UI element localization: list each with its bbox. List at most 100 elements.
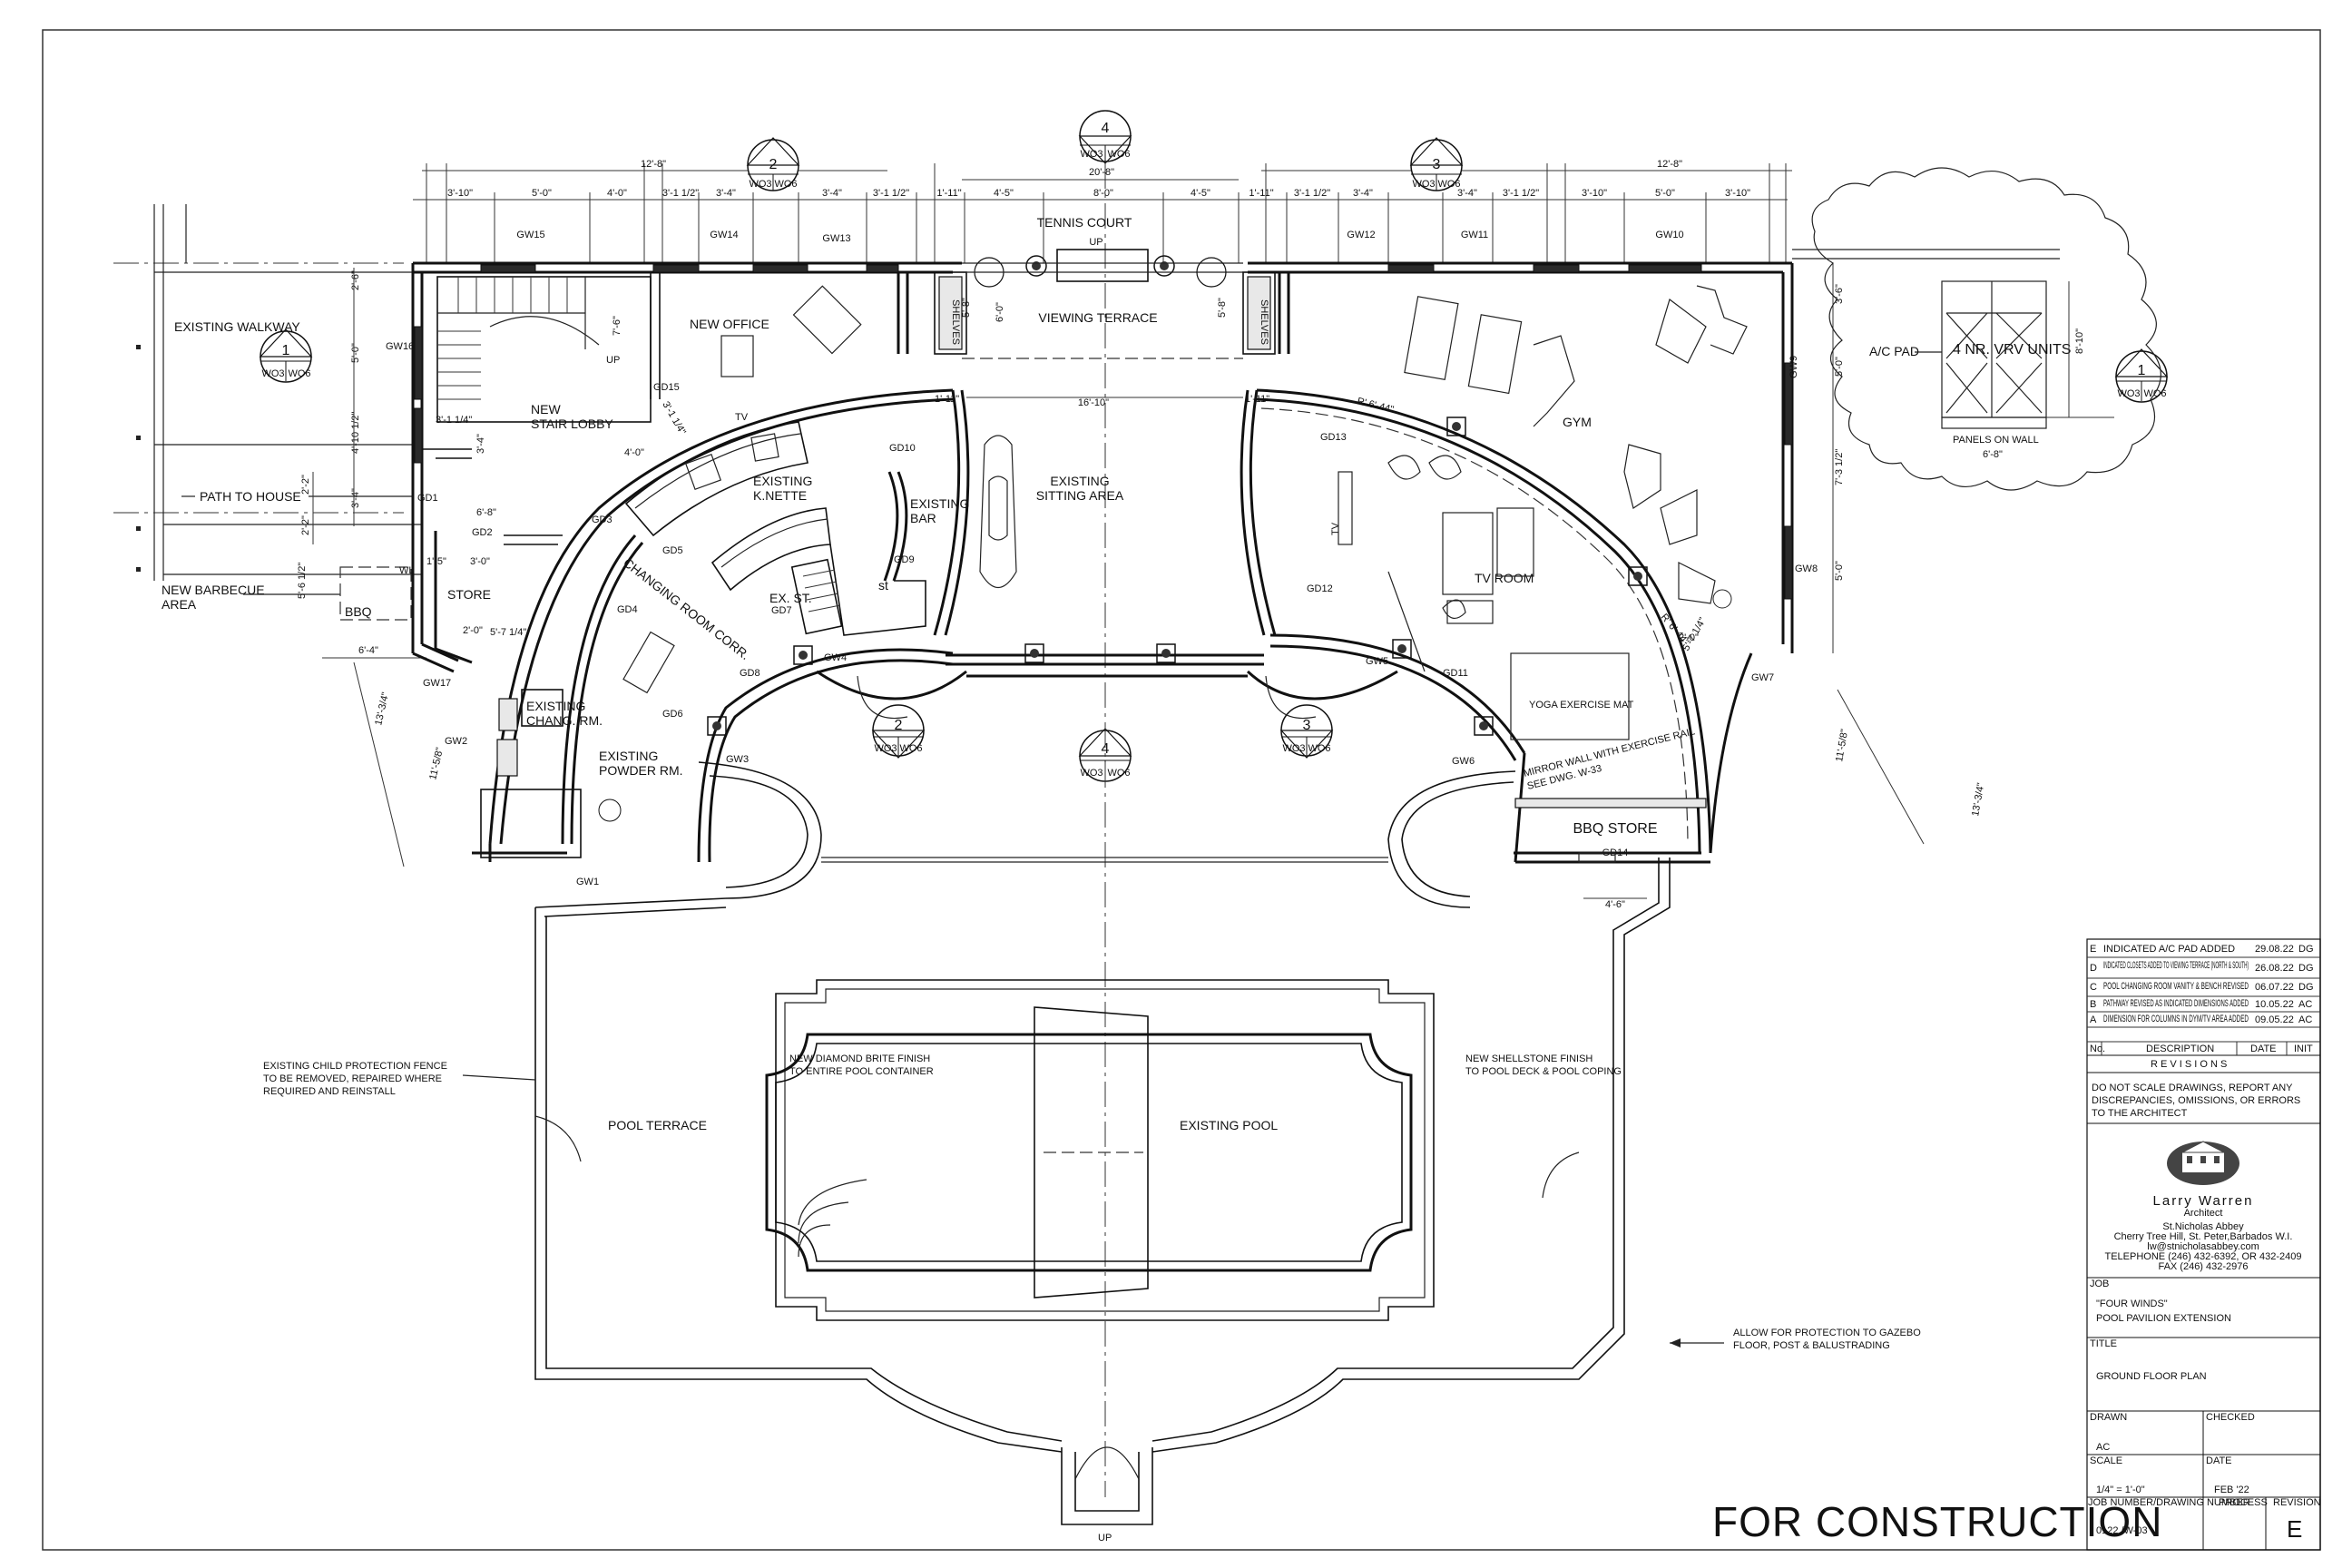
marker-left: WO3 bbox=[1080, 149, 1102, 160]
label-tv-left: TV bbox=[735, 412, 749, 423]
marker-right: WO6 bbox=[899, 743, 922, 754]
dim-6-8-l: 6'-8" bbox=[476, 507, 496, 518]
dim-t6: 3'-4" bbox=[822, 188, 842, 199]
dim-1-5: 1'-5" bbox=[426, 556, 446, 567]
drawing-title: GROUND FLOOR PLAN bbox=[2096, 1371, 2207, 1382]
date-value: FEB '22 bbox=[2214, 1485, 2249, 1495]
label-existing-pool: EXISTING POOL bbox=[1180, 1118, 1278, 1132]
dim-t5: 3'-4" bbox=[716, 188, 736, 199]
label-tv-right: TV bbox=[1330, 522, 1341, 535]
tag-gw2: GW2 bbox=[445, 736, 467, 747]
rev-header-init: INIT bbox=[2294, 1044, 2313, 1054]
label-bbq-store: BBQ STORE bbox=[1573, 821, 1657, 837]
dim-13-3-right: 13'-3/4" bbox=[1970, 782, 1986, 818]
left-wing-walls: UP NEW STAIR LOBBY 3'-1 1/4" 7'-6" 3'-4"… bbox=[386, 257, 1004, 673]
dim-t1: 3'-10" bbox=[447, 188, 473, 199]
label-viewing-terrace: VIEWING TERRACE bbox=[1038, 310, 1157, 325]
label-vrv-units: 4 NR. VRV UNITS bbox=[1953, 342, 2071, 358]
label-ex-st: EX. ST. bbox=[769, 591, 812, 605]
dim-t19: 3'-10" bbox=[1725, 188, 1750, 199]
note-diamond-brite: NEW DIAMOND BRITE FINISH bbox=[789, 1054, 930, 1064]
dim-t15: 3'-4" bbox=[1457, 188, 1477, 199]
label-new-office: NEW OFFICE bbox=[690, 317, 769, 331]
drawing-number: 0122 /W-03 bbox=[2096, 1525, 2148, 1536]
dim-8-10: 8'-10" bbox=[2074, 328, 2085, 354]
dim-5-8-r: 5'-8" bbox=[1217, 298, 1228, 318]
gym-equipment bbox=[1404, 285, 1748, 609]
note-child-fence: EXISTING CHILD PROTECTION FENCE bbox=[263, 1061, 447, 1072]
dim-t14: 3'-4" bbox=[1353, 188, 1373, 199]
top-dimension-lines: 12'-8" 12'-8" 20'-8" 3'-10" 5'-0" 4'-0" … bbox=[413, 159, 1792, 263]
warning-line-1: DO NOT SCALE DRAWINGS, REPORT ANY bbox=[2092, 1083, 2293, 1093]
dim-t7: 3'-1 1/2" bbox=[873, 188, 909, 199]
tag-gd6: GD6 bbox=[662, 709, 683, 720]
tag-gw16: GW16 bbox=[386, 341, 414, 352]
label-pool-terrace: POOL TERRACE bbox=[608, 1118, 707, 1132]
tag-gw14: GW14 bbox=[710, 230, 738, 240]
dim-2-6: 2'-6" bbox=[350, 270, 361, 290]
tag-gw9: GW9 bbox=[1788, 356, 1799, 378]
label-st: st bbox=[878, 578, 888, 593]
marker-left: WO3 bbox=[874, 743, 897, 754]
dim-4-6: 4'-6" bbox=[1605, 899, 1625, 910]
note-gazebo-2: FLOOR, POST & BALUSTRADING bbox=[1733, 1340, 1890, 1351]
tag-gw7: GW7 bbox=[1751, 672, 1774, 683]
dim-5-0-r2: 5'-0" bbox=[1834, 561, 1845, 581]
job-description: POOL PAVILION EXTENSION bbox=[2096, 1313, 2231, 1324]
dim-3-4-stair: 3'-4" bbox=[475, 434, 486, 454]
tag-gw11: GW11 bbox=[1461, 230, 1488, 240]
label-bbq: BBQ bbox=[345, 604, 372, 619]
rev-b-desc: PATHWAY REVISED AS INDICATED DIMENSIONS … bbox=[2103, 998, 2249, 1009]
rev-b-date: 10.05.22 bbox=[2255, 999, 2294, 1010]
ac-pad-area: PANELS ON WALL 6'-8" A/C PAD 4 NR. VRV U… bbox=[1792, 167, 2161, 491]
rev-a-no: A bbox=[2090, 1014, 2097, 1025]
marker-left: WO3 bbox=[261, 368, 284, 379]
top-wall-tags: GW15 GW14 GW13 GW12 GW11 GW10 bbox=[516, 230, 1683, 244]
label-new-bbq-area: NEW BARBECUE bbox=[162, 583, 265, 597]
tag-gw8: GW8 bbox=[1795, 564, 1818, 574]
rev-c-desc: POOL CHANGING ROOM VANITY & BENCH REVISE… bbox=[2103, 981, 2249, 992]
drawn-label: DRAWN bbox=[2090, 1412, 2127, 1423]
scale-value: 1/4" = 1'-0" bbox=[2096, 1485, 2145, 1495]
label-new-stair-lobby-2: STAIR LOBBY bbox=[531, 416, 613, 431]
label-existing-walkway: EXISTING WALKWAY bbox=[174, 319, 300, 334]
rev-d-init: DG bbox=[2298, 963, 2314, 974]
tag-gd8: GD8 bbox=[740, 668, 760, 679]
label-up-top: UP bbox=[1089, 237, 1102, 248]
dim-t18: 5'-0" bbox=[1655, 188, 1675, 199]
label-gym: GYM bbox=[1563, 415, 1592, 429]
dim-3-1-4: 3'-1 1/4" bbox=[436, 415, 472, 426]
section-marker-2-bottom: 2 WO3 WO6 bbox=[871, 704, 926, 759]
rev-header-no: No. bbox=[2090, 1044, 2105, 1054]
tag-gd13: GD13 bbox=[1320, 432, 1347, 443]
tag-gw1: GW1 bbox=[576, 877, 599, 887]
rev-b-no: B bbox=[2090, 999, 2096, 1010]
marker-right: WO6 bbox=[1437, 179, 1460, 190]
columns bbox=[1024, 643, 1176, 663]
rev-e-init: DG bbox=[2298, 944, 2314, 955]
label-existing-knette: EXISTING bbox=[753, 474, 812, 488]
dim-t16: 3'-1 1/2" bbox=[1503, 188, 1539, 199]
dim-6-8: 6'-8" bbox=[1983, 449, 2003, 460]
dim-3-4-l: 3'-4" bbox=[350, 488, 361, 508]
tag-gw13: GW13 bbox=[822, 233, 850, 244]
dim-7-6: 7'-6" bbox=[612, 316, 622, 336]
label-existing-powder-2: POWDER RM. bbox=[599, 763, 683, 778]
tag-gd15: GD15 bbox=[653, 382, 680, 393]
architect-email: lw@stnicholasabbey.com bbox=[2147, 1241, 2259, 1252]
architect-fax: FAX (246) 432-2976 bbox=[2158, 1261, 2248, 1272]
job-name: "FOUR WINDS" bbox=[2096, 1298, 2168, 1309]
dim-4-0: 4'-0" bbox=[624, 447, 644, 458]
revision-label: REVISION bbox=[2273, 1497, 2321, 1508]
tag-gd11: GD11 bbox=[1443, 668, 1468, 679]
dim-t8: 1'-11" bbox=[936, 188, 961, 199]
dim-11-5-left: 11'-5/8" bbox=[427, 746, 446, 780]
marker-num: 2 bbox=[895, 718, 903, 733]
label-changing-room-corr: CHANGING ROOM CORR. bbox=[621, 555, 752, 662]
label-up-stair: UP bbox=[606, 355, 620, 366]
section-marker-4-top: 4 WO3 WO6 bbox=[1078, 110, 1132, 164]
label-shelves-right: SHELVES bbox=[1259, 299, 1269, 345]
marker-num: 3 bbox=[1303, 718, 1311, 733]
dim-4-10: 4'-10 1/2" bbox=[350, 412, 361, 454]
